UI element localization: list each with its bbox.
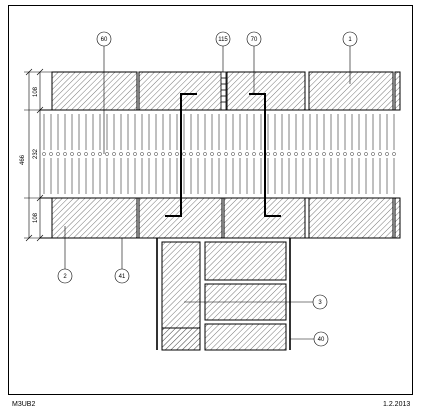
insulation-node <box>84 152 88 156</box>
perpendicular-wall <box>156 238 291 351</box>
insulation-node <box>42 152 46 156</box>
top-block-4 <box>308 71 394 111</box>
insulation-layer <box>40 109 400 199</box>
insulation-node <box>161 152 165 156</box>
insulation-node <box>245 152 249 156</box>
perp-wall-block-upper <box>204 241 287 281</box>
insulation-node <box>77 152 81 156</box>
insulation-node <box>196 152 200 156</box>
insulation-node <box>329 152 333 156</box>
callout-3: 3 <box>318 300 322 306</box>
callout-2: 2 <box>63 274 67 280</box>
callout-1: 1 <box>348 37 352 43</box>
insulation-node <box>105 152 109 156</box>
insulation-node <box>168 152 172 156</box>
wall-ties <box>165 93 281 217</box>
insulation-node <box>364 152 368 156</box>
callout-70-bubble <box>246 31 262 47</box>
dim-top-course-label: 108 <box>33 86 39 97</box>
top-block-1 <box>51 71 138 111</box>
dim-insulation-label: 232 <box>33 148 39 159</box>
callout-60: 60 <box>101 37 108 43</box>
insulation-node <box>287 152 291 156</box>
dim-total-label: 466 <box>20 154 26 165</box>
insulation-node <box>203 152 207 156</box>
insulation-node <box>154 152 158 156</box>
insulation-node <box>280 152 284 156</box>
perp-wall-block-lower-left <box>161 327 201 351</box>
insulation-node <box>91 152 95 156</box>
callout-3-bubble <box>312 294 328 310</box>
callout-70: 70 <box>251 37 258 43</box>
callout-60-bubble <box>96 31 112 47</box>
perp-wall-block-lower-right <box>204 323 287 351</box>
insulation-node <box>182 152 186 156</box>
insulation-node <box>224 152 228 156</box>
insulation-node <box>273 152 277 156</box>
insulation-node <box>385 152 389 156</box>
insulation-node <box>140 152 144 156</box>
leader-lines <box>64 46 351 340</box>
insulation-pattern <box>42 114 396 194</box>
callout-115-bubble <box>215 31 231 47</box>
bottom-block-4 <box>308 197 394 239</box>
callout-1-bubble <box>342 31 358 47</box>
bottom-block-partial <box>394 197 401 239</box>
insulation-node <box>189 152 193 156</box>
insulation-node <box>63 152 67 156</box>
bottom-block-1 <box>51 197 138 239</box>
callout-41-bubble <box>114 268 130 284</box>
insulation-node <box>308 152 312 156</box>
dim-bottom-course-label: 108 <box>33 212 39 223</box>
insulation-node <box>112 152 116 156</box>
drawing-code: M3UB2 <box>12 401 36 408</box>
insulation-node <box>238 152 242 156</box>
bottom-block-course <box>40 197 401 239</box>
drawing-date: 1.2.2013 <box>383 401 411 408</box>
callout-40-bubble <box>313 331 329 347</box>
insulation-node <box>231 152 235 156</box>
insulation-node <box>217 152 221 156</box>
insulation-node <box>357 152 361 156</box>
insulation-node <box>350 152 354 156</box>
insulation-node <box>70 152 74 156</box>
insulation-node <box>98 152 102 156</box>
insulation-node <box>301 152 305 156</box>
insulation-node <box>294 152 298 156</box>
insulation-node <box>336 152 340 156</box>
insulation-node <box>371 152 375 156</box>
wall-tie-left <box>165 93 197 217</box>
insulation-node <box>147 152 151 156</box>
dimension-chain <box>24 68 52 242</box>
insulation-node <box>392 152 396 156</box>
insulation-node <box>126 152 130 156</box>
insulation-node <box>322 152 326 156</box>
insulation-node <box>259 152 263 156</box>
insulation-node <box>56 152 60 156</box>
callout-2-bubble <box>57 268 73 284</box>
insulation-node <box>210 152 214 156</box>
top-block-partial <box>394 71 401 111</box>
insulation-node <box>378 152 382 156</box>
insulation-node <box>252 152 256 156</box>
insulation-node <box>315 152 319 156</box>
insulation-node <box>133 152 137 156</box>
callout-115: 115 <box>218 37 228 43</box>
insulation-node <box>175 152 179 156</box>
wall-tie-right <box>249 93 281 217</box>
insulation-node <box>266 152 270 156</box>
insulation-node <box>343 152 347 156</box>
insulation-node <box>119 152 123 156</box>
insulation-node <box>49 152 53 156</box>
callout-41: 41 <box>119 274 126 280</box>
callout-40: 40 <box>318 337 325 343</box>
